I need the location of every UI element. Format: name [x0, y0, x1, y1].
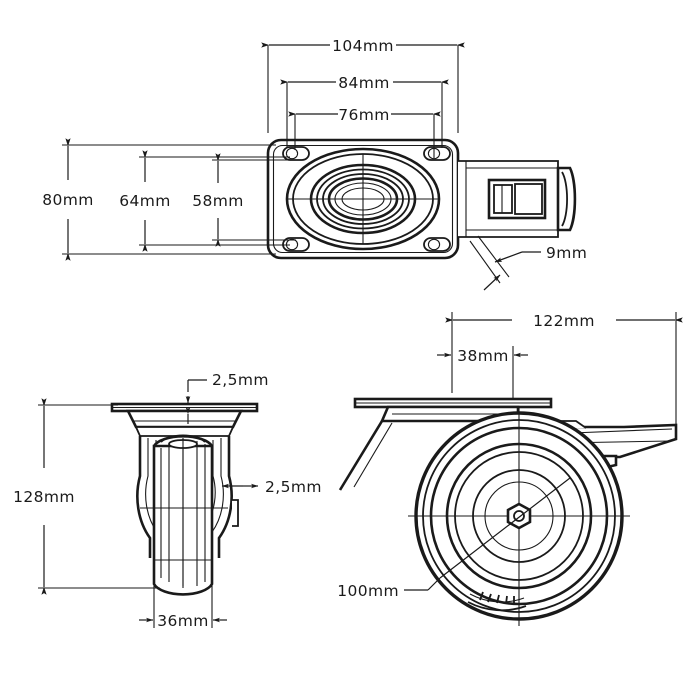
leader-line-lower	[483, 274, 501, 291]
front-swivel-head	[125, 409, 244, 437]
dimension-label-2-5mm-wall: 2,5mm	[265, 478, 322, 496]
brake-pedal-cap-inner	[561, 171, 568, 227]
brake-pedal-rib-left	[493, 184, 513, 214]
front-elevation-view: 128mm 36mm 2,5mm 2,5mm	[13, 371, 322, 630]
dimension-label-76mm: 76mm	[338, 106, 390, 124]
dimension-label-2-5mm-plate: 2,5mm	[212, 371, 269, 389]
dimension-label-36mm: 36mm	[157, 612, 209, 630]
dimension-84mm: 84mm	[280, 74, 449, 148]
fork-back-edge	[338, 420, 384, 491]
dimension-76mm: 76mm	[288, 106, 441, 150]
axle-nut	[506, 502, 532, 530]
dimension-label-84mm: 84mm	[338, 74, 390, 92]
dimension-label-122mm: 122mm	[533, 312, 595, 330]
dimension-label-9mm: 9mm	[546, 244, 587, 262]
fork-back-edge-inner	[353, 422, 393, 488]
brake-pedal-rib-right	[514, 183, 543, 215]
side-wheel	[408, 408, 630, 626]
slot-bore	[285, 147, 299, 160]
fork-leg-right-outer	[217, 436, 233, 558]
centre-lines	[287, 154, 439, 244]
side-elevation-view: 122mm 38mm 100mm	[337, 312, 683, 626]
plate-inner-edge	[272, 144, 454, 254]
leader-line-kink	[427, 577, 441, 591]
leader-line-diagonal	[439, 477, 571, 579]
dimension-64mm: 64mm	[119, 150, 290, 252]
slot-leader-edge-b	[477, 235, 510, 278]
dimension-128mm: 128mm	[13, 398, 160, 595]
dimension-label-128mm: 128mm	[13, 488, 75, 506]
slot-outline	[423, 146, 451, 161]
wheel-top-arc	[152, 435, 214, 447]
front-wheel	[140, 434, 228, 596]
dimension-label-38mm: 38mm	[457, 347, 509, 365]
moulding-marks	[479, 591, 515, 605]
mounting-slot-bottom-right	[423, 237, 451, 252]
dimension-label-64mm: 64mm	[119, 192, 171, 210]
slot-bore	[427, 238, 441, 251]
dimension-label-104mm: 104mm	[332, 37, 394, 55]
dimension-122mm: 122mm	[445, 312, 683, 432]
dimension-104mm: 104mm	[261, 37, 465, 133]
dimension-36mm: 36mm	[139, 576, 227, 630]
brake-pedal-edge-top	[571, 428, 673, 434]
dimension-label-80mm: 80mm	[42, 191, 94, 209]
brake-assembly-top	[458, 160, 577, 238]
leader-line-upper	[494, 251, 523, 263]
mounting-slot-top-right	[423, 146, 451, 161]
top-plate-view: 104mm 84mm 76mm 80mm	[42, 37, 587, 291]
mounting-slot-top-left	[282, 146, 310, 161]
dimension-label-100mm: 100mm	[337, 582, 399, 600]
slot-outline	[282, 237, 310, 252]
slot-outline	[423, 237, 451, 252]
fork-leg-left-outer	[136, 436, 152, 558]
dimension-38mm: 38mm	[437, 346, 528, 399]
moulding-band-outer	[467, 601, 527, 612]
wheel-moulding-mark	[467, 591, 527, 612]
dimension-9mm: 9mm	[469, 235, 587, 291]
swivel-head-body	[125, 409, 244, 429]
brake-bracket-stub	[232, 499, 239, 527]
dimension-2-5mm-plate: 2,5mm	[185, 371, 269, 424]
dimension-80mm: 80mm	[42, 138, 276, 261]
dimension-2-5mm-wall: 2,5mm	[221, 478, 322, 496]
dimension-58mm: 58mm	[192, 153, 296, 247]
dimension-label-58mm: 58mm	[192, 192, 244, 210]
dimension-100mm: 100mm	[337, 477, 571, 600]
wheel-hub-cap-arc	[160, 434, 206, 443]
